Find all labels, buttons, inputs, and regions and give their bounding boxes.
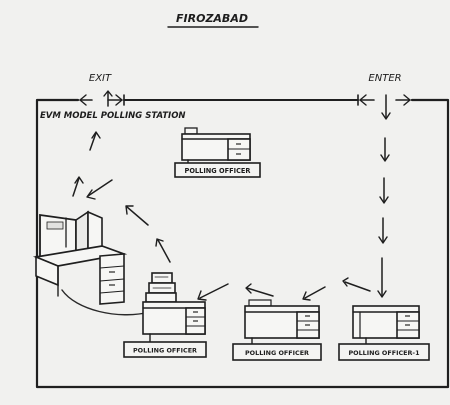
bottom-left-desk: POLLING OFFICER [123, 301, 207, 358]
bottom-middle-desk-label: POLLING OFFICER [245, 349, 309, 357]
enter-label: ENTER [368, 73, 401, 84]
path-arrow-exit-1 [72, 176, 84, 197]
bottom-right-desk-label: POLLING OFFICER-1 [348, 349, 419, 357]
room-outline [35, 94, 450, 389]
top-desk: POLLING OFFICER [174, 127, 261, 178]
path-arrow-middle-b [245, 283, 274, 297]
diagram-title: FIROZABAD [176, 12, 248, 25]
path-arrow-exit-2 [89, 131, 101, 151]
path-arrow-from-booth [86, 179, 113, 200]
exit-door-marker [79, 94, 123, 106]
station-label: EVM MODEL POLLING STATION [40, 111, 186, 121]
bottom-left-desk-label: POLLING OFFICER [133, 347, 197, 355]
path-arrow-middle-a [302, 286, 326, 301]
control-unit [145, 272, 177, 303]
bottom-middle-desk: POLLING OFFICER [232, 299, 322, 361]
exit-label: EXIT [89, 73, 112, 84]
path-arrow-left-desk [197, 283, 229, 301]
voting-booth [32, 210, 151, 316]
enter-path-arrows [377, 94, 391, 298]
path-arrow-to-booth-2 [125, 205, 149, 226]
top-desk-label: POLLING OFFICER [184, 167, 250, 175]
path-arrow-to-booth-1 [155, 238, 171, 263]
exit-arrow-up [103, 90, 113, 107]
path-arrow-right-to-middle [342, 277, 371, 292]
enter-door-marker [359, 94, 411, 106]
bottom-right-desk: POLLING OFFICER-1 [338, 305, 430, 361]
